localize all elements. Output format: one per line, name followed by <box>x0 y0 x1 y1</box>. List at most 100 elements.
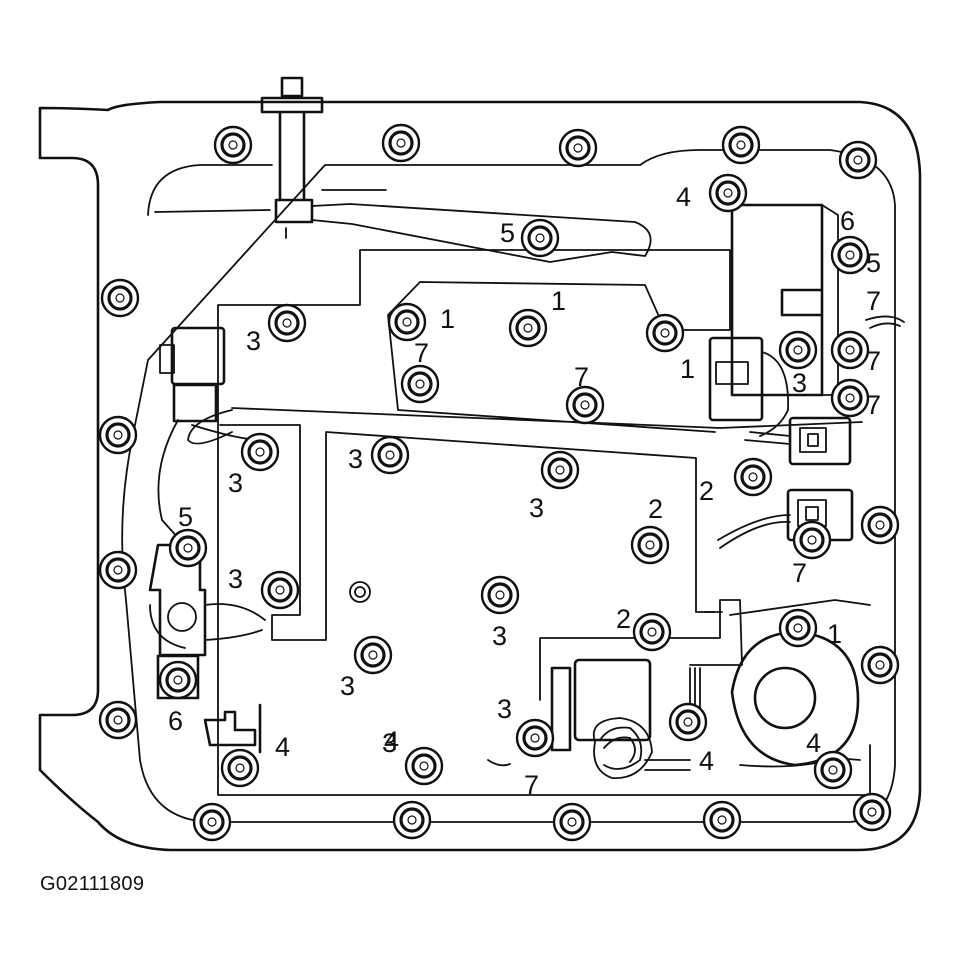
solenoid-block <box>730 203 824 397</box>
callout-label: 4 <box>676 182 691 212</box>
callout-label: 3 <box>340 671 355 701</box>
callout-label: 3 <box>246 326 261 356</box>
bolt-head <box>632 612 672 652</box>
callout-label: 5 <box>178 502 193 532</box>
bolt-head <box>480 575 520 615</box>
callout-label: 4 <box>806 728 821 758</box>
bolt-head <box>192 802 232 842</box>
callout-label: 7 <box>866 286 881 316</box>
callout-label: 7 <box>792 558 807 588</box>
bolt-head <box>220 748 260 788</box>
callout-label: 7 <box>574 362 589 392</box>
bolt-head <box>778 608 818 648</box>
callout-label: 3 <box>228 564 243 594</box>
callout-label: 1 <box>551 286 566 316</box>
bolt-head <box>860 645 900 685</box>
bolt-head <box>353 635 393 675</box>
bolt-head <box>838 140 878 180</box>
callout-label: 7 <box>414 338 429 368</box>
callout-label: 6 <box>840 206 855 236</box>
bolt-head <box>540 450 580 490</box>
left-harness <box>157 419 263 541</box>
bolt-head <box>381 123 421 163</box>
callout-label: 2 <box>648 494 663 524</box>
callout-label: 5 <box>500 218 515 248</box>
bolt-head <box>813 750 853 790</box>
bolt-head <box>552 802 592 842</box>
bolts <box>98 123 900 842</box>
callout-label: 3 <box>497 694 512 724</box>
upper-valve-body <box>187 409 715 641</box>
bolt-head <box>508 308 548 348</box>
callout-label: 2 <box>699 476 714 506</box>
fitting <box>349 581 371 603</box>
callout-labels: 1 1 1 1 2 2 2 3 3 3 3 3 3 3 3 3 3 4 4 4 … <box>168 182 881 800</box>
bolt-head <box>404 746 444 786</box>
fitting-hole <box>354 586 366 598</box>
bolt-head <box>702 800 742 840</box>
bolt-head <box>778 330 818 370</box>
callout-label: 7 <box>524 770 539 800</box>
bolt-head <box>400 364 440 404</box>
lower-valve-body <box>539 599 871 701</box>
callout-label: 5 <box>866 248 881 278</box>
wiring-harness <box>689 431 791 736</box>
callout-label: 7 <box>866 346 881 376</box>
detent-lever <box>154 189 652 263</box>
bolt-head <box>792 520 832 560</box>
connector-mid <box>708 336 789 437</box>
connector-upper <box>788 416 852 466</box>
bolt-head <box>558 128 598 168</box>
bolt-head <box>645 313 685 353</box>
bolt-head <box>733 457 773 497</box>
accumulator <box>730 630 861 768</box>
callout-label: 7 <box>866 390 881 420</box>
bolt-head <box>830 378 870 418</box>
callout-label: 3 <box>529 493 544 523</box>
bolt-head <box>830 235 870 275</box>
bolt-head <box>158 660 198 700</box>
callout-label: 3 <box>792 368 807 398</box>
callout-label: 3 <box>348 444 363 474</box>
callout-label: 3 <box>492 621 507 651</box>
bolt-head <box>100 278 140 318</box>
bolt-head <box>387 302 427 342</box>
bolt-head <box>721 125 761 165</box>
callout-label: 2 <box>616 604 631 634</box>
left-clip <box>203 703 262 754</box>
left-connector <box>159 326 226 423</box>
callout-label: 1 <box>680 354 695 384</box>
callout-label: 6 <box>168 706 183 736</box>
bolt-head <box>830 330 870 370</box>
bolt-head <box>392 800 432 840</box>
bolt-head <box>260 570 300 610</box>
bolt-head <box>565 385 605 425</box>
callout-label: 4 <box>384 726 399 756</box>
bolt-head <box>515 718 555 758</box>
figure-code: G02111809 <box>40 873 145 895</box>
bolt-head <box>520 218 560 258</box>
bolt-head <box>852 792 892 832</box>
bolt-head <box>860 505 900 545</box>
shift-shaft <box>260 76 324 224</box>
callout-label: 4 <box>275 732 290 762</box>
bolt-head <box>98 550 138 590</box>
bolt-head <box>708 173 748 213</box>
solenoid-coil <box>550 658 691 779</box>
bolt-head <box>98 415 138 455</box>
bolt-head <box>213 125 253 165</box>
bolt-head <box>267 303 307 343</box>
check-ball-outline <box>487 759 511 767</box>
callout-label: 1 <box>827 619 842 649</box>
bolt-head <box>668 702 708 742</box>
snap-ring <box>865 315 905 329</box>
bolt-head <box>168 528 208 568</box>
callout-label: 1 <box>440 304 455 334</box>
housing-outline <box>38 100 922 852</box>
bolt-head <box>98 700 138 740</box>
callout-label: 3 <box>228 468 243 498</box>
bolt-head <box>370 435 410 475</box>
callout-label: 3 <box>382 728 397 758</box>
callout-label: 4 <box>699 746 714 776</box>
